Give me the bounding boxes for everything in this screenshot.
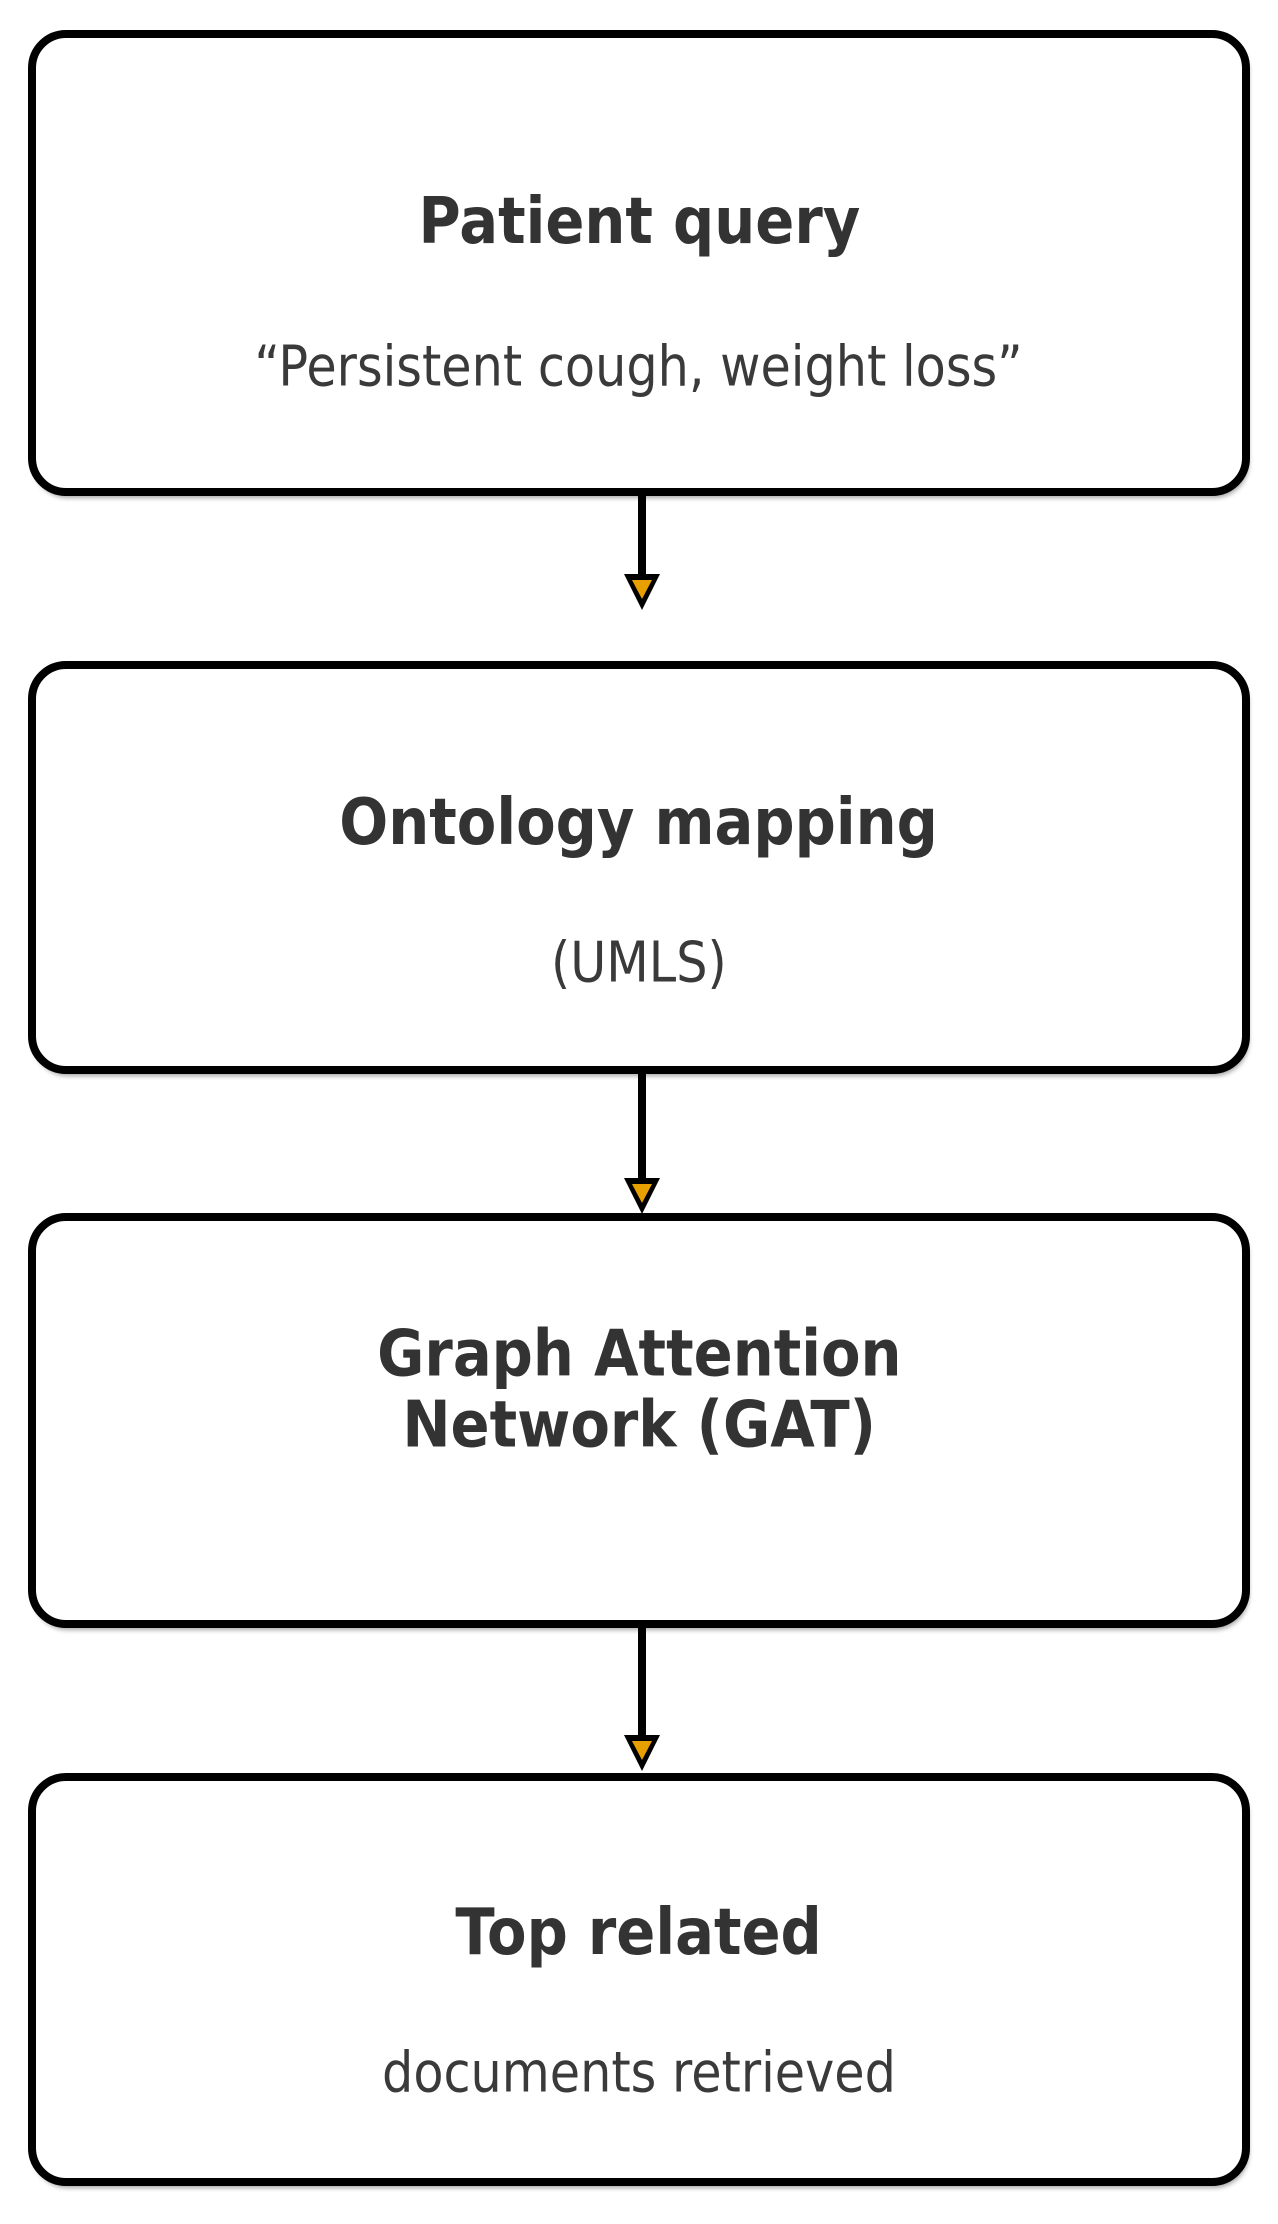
arrow-down-icon [624, 1628, 660, 1771]
node-title-text: Top related [455, 1896, 823, 1971]
arrow-down-icon [624, 1073, 660, 1214]
node-subtitle-text: “Persistent cough, weight loss” [254, 334, 1024, 399]
node-ontology-mapping: Ontology mapping (UMLS) [28, 661, 1250, 1074]
node-title-text: Patient query [418, 184, 860, 259]
arrow-stem [638, 496, 646, 578]
node-title-text: Ontology mapping [339, 785, 939, 860]
arrowhead-fill [632, 1184, 652, 1203]
node-title: Graph Attention Network (GAT) [36, 1316, 1242, 1463]
arrowhead-fill [632, 1741, 652, 1760]
node-title: Patient query [36, 184, 1242, 259]
node-graph-attention-network: Graph Attention Network (GAT) [28, 1213, 1250, 1628]
arrow-stem [638, 1628, 646, 1739]
node-subtitle: (UMLS) [36, 930, 1242, 995]
node-title-text-line1: Graph Attention [376, 1316, 902, 1391]
node-subtitle: “Persistent cough, weight loss” [36, 334, 1242, 399]
node-subtitle-text: (UMLS) [551, 930, 727, 996]
arrowhead-fill [632, 580, 652, 599]
arrow-down-icon [624, 496, 660, 610]
node-top-related: Top related documents retrieved [28, 1773, 1250, 2186]
node-title-text-line2: Network (GAT) [402, 1388, 876, 1463]
node-patient-query: Patient query “Persistent cough, weight … [28, 30, 1250, 496]
node-subtitle-text: documents retrieved [382, 2040, 896, 2106]
node-title: Ontology mapping [36, 785, 1242, 860]
arrow-stem [638, 1073, 646, 1182]
node-title: Top related [36, 1896, 1242, 1971]
node-subtitle: documents retrieved [36, 2040, 1242, 2105]
